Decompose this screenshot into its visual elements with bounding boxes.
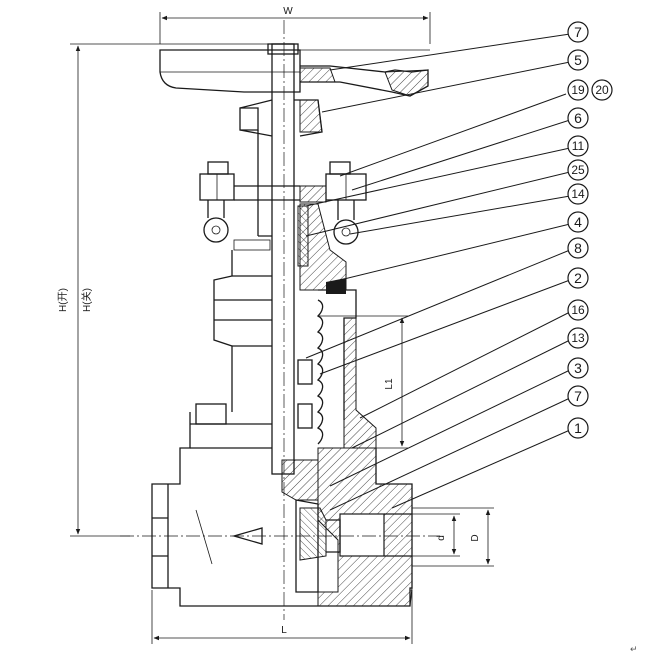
callout-2: 2 [567,267,589,289]
dimension-d: d [412,513,460,557]
corner-mark: ↵ [630,644,638,654]
dimension-l: L [151,590,413,644]
valve-body [151,403,413,607]
callout-6: 6 [567,107,589,129]
callout-8: 8 [567,237,589,259]
callout-16-label: 16 [571,303,585,317]
callout-2-label: 2 [574,270,582,286]
callout-7-top: 7 [567,21,589,43]
callout-4: 4 [567,211,589,233]
callout-25-label: 25 [571,163,585,177]
callout-3-label: 3 [574,360,582,376]
dimension-D: D [412,507,494,567]
callout-8-label: 8 [574,240,582,256]
dimension-w-label: W [283,6,293,17]
handwheel [159,49,430,97]
callout-3: 3 [567,357,589,379]
center-lines [120,20,440,620]
dimension-w: W [159,6,431,44]
dimension-D-label: D [470,534,481,541]
callout-7-top-label: 7 [574,24,582,40]
dimension-h: H(开) H(关) [58,43,270,537]
callout-20-label: 20 [595,83,609,97]
callout-19-label: 19 [571,83,585,97]
dimension-l1-label: L1 [384,378,395,390]
callout-16: 16 [567,299,589,321]
callout-5: 5 [567,49,589,71]
gland-bolts [199,161,367,245]
bonnet [213,203,377,449]
callout-14: 14 [567,183,589,205]
callout-13: 13 [567,327,589,349]
callout-14-label: 14 [571,187,585,201]
callout-25: 25 [567,159,589,181]
callout-leaders [305,33,571,511]
callout-5-label: 5 [574,52,582,68]
callout-1-label: 1 [574,420,582,436]
callout-19-20: 19 20 [567,79,613,101]
callout-7-bottom: 7 [567,385,589,407]
callout-6-label: 6 [574,110,582,126]
dimension-h-open-label: H(开) [58,288,69,312]
dimension-d-label: d [436,535,447,541]
dimension-h-closed-label: H(关) [80,288,93,312]
dimension-l1: L1 [318,315,408,449]
callout-13-label: 13 [571,331,585,345]
callout-4-label: 4 [574,214,582,230]
callout-1: 1 [567,417,589,439]
callout-11: 11 [567,135,589,157]
callout-7-bottom-label: 7 [574,388,582,404]
callout-11-label: 11 [572,139,585,153]
dimension-l-label: L [281,625,287,636]
